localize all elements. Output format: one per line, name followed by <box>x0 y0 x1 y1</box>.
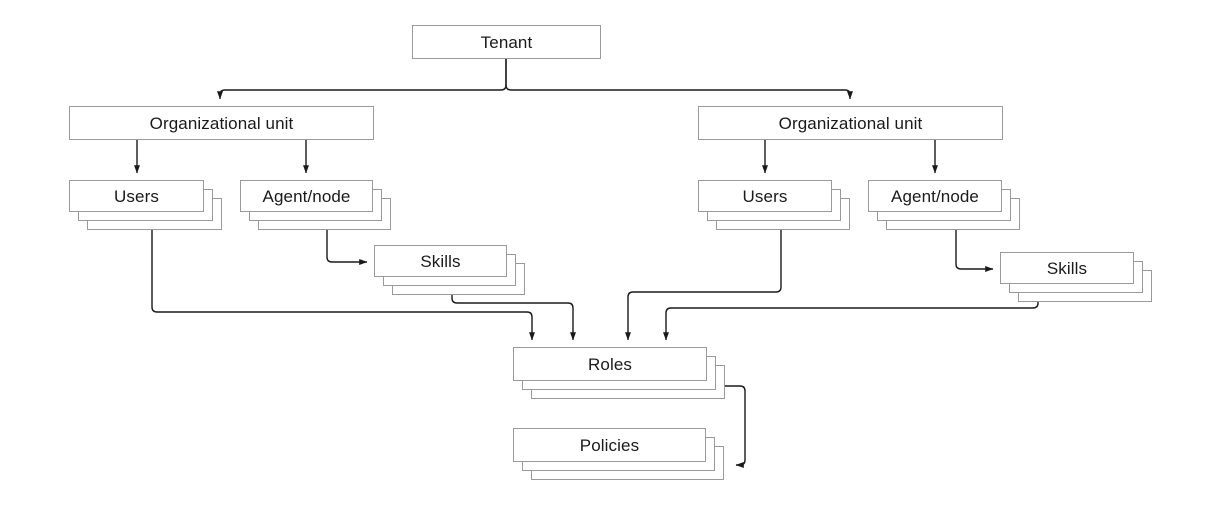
node-skills-right-face: Skills <box>1000 252 1134 284</box>
node-skills-right-label: Skills <box>1046 258 1088 278</box>
node-ou-left-face: Organizational unit <box>69 106 374 140</box>
edge-tenant-ou-right <box>505 59 854 100</box>
node-agents-left-face: Agent/node <box>240 180 373 212</box>
edge-skills-left-roles <box>451 295 577 341</box>
node-ou-right-face: Organizational unit <box>698 106 1003 140</box>
node-policies[interactable]: Policies <box>513 428 724 480</box>
node-agents-right-label: Agent/node <box>891 186 979 206</box>
edge-users-right-roles <box>625 230 782 341</box>
edge-agents-right-skills <box>955 230 994 272</box>
node-users-right-label: Users <box>742 186 788 206</box>
node-users-right[interactable]: Users <box>698 180 850 230</box>
node-ou-left-label: Organizational unit <box>149 113 294 133</box>
node-users-left-label: Users <box>114 186 159 206</box>
node-tenant-label: Tenant <box>480 32 533 52</box>
node-tenant-face: Tenant <box>412 25 601 59</box>
node-roles[interactable]: Roles <box>513 347 725 399</box>
edge-skills-right-roles <box>663 302 1039 341</box>
node-roles-face: Roles <box>513 347 707 381</box>
node-agents-left[interactable]: Agent/node <box>240 180 391 230</box>
node-users-left-face: Users <box>69 180 204 212</box>
node-policies-face: Policies <box>513 428 706 462</box>
node-ou-right[interactable]: Organizational unit <box>698 106 1003 140</box>
node-agents-left-label: Agent/node <box>262 186 351 206</box>
node-users-left[interactable]: Users <box>69 180 222 230</box>
node-agents-right[interactable]: Agent/node <box>868 180 1020 230</box>
node-roles-label: Roles <box>588 354 632 374</box>
node-ou-right-label: Organizational unit <box>778 113 923 133</box>
node-tenant[interactable]: Tenant <box>412 25 601 59</box>
node-skills-left-label: Skills <box>420 251 461 271</box>
edge-users-left-roles <box>151 230 536 341</box>
edge-tenant-ou-left <box>217 59 507 100</box>
node-policies-label: Policies <box>579 435 640 455</box>
node-skills-right[interactable]: Skills <box>1000 252 1152 302</box>
node-skills-left-face: Skills <box>374 245 507 277</box>
node-ou-left[interactable]: Organizational unit <box>69 106 374 140</box>
edge-agents-left-skills <box>326 230 368 265</box>
node-users-right-face: Users <box>698 180 832 212</box>
edge-roles-policies <box>725 385 746 469</box>
node-agents-right-face: Agent/node <box>868 180 1002 212</box>
node-skills-left[interactable]: Skills <box>374 245 525 295</box>
